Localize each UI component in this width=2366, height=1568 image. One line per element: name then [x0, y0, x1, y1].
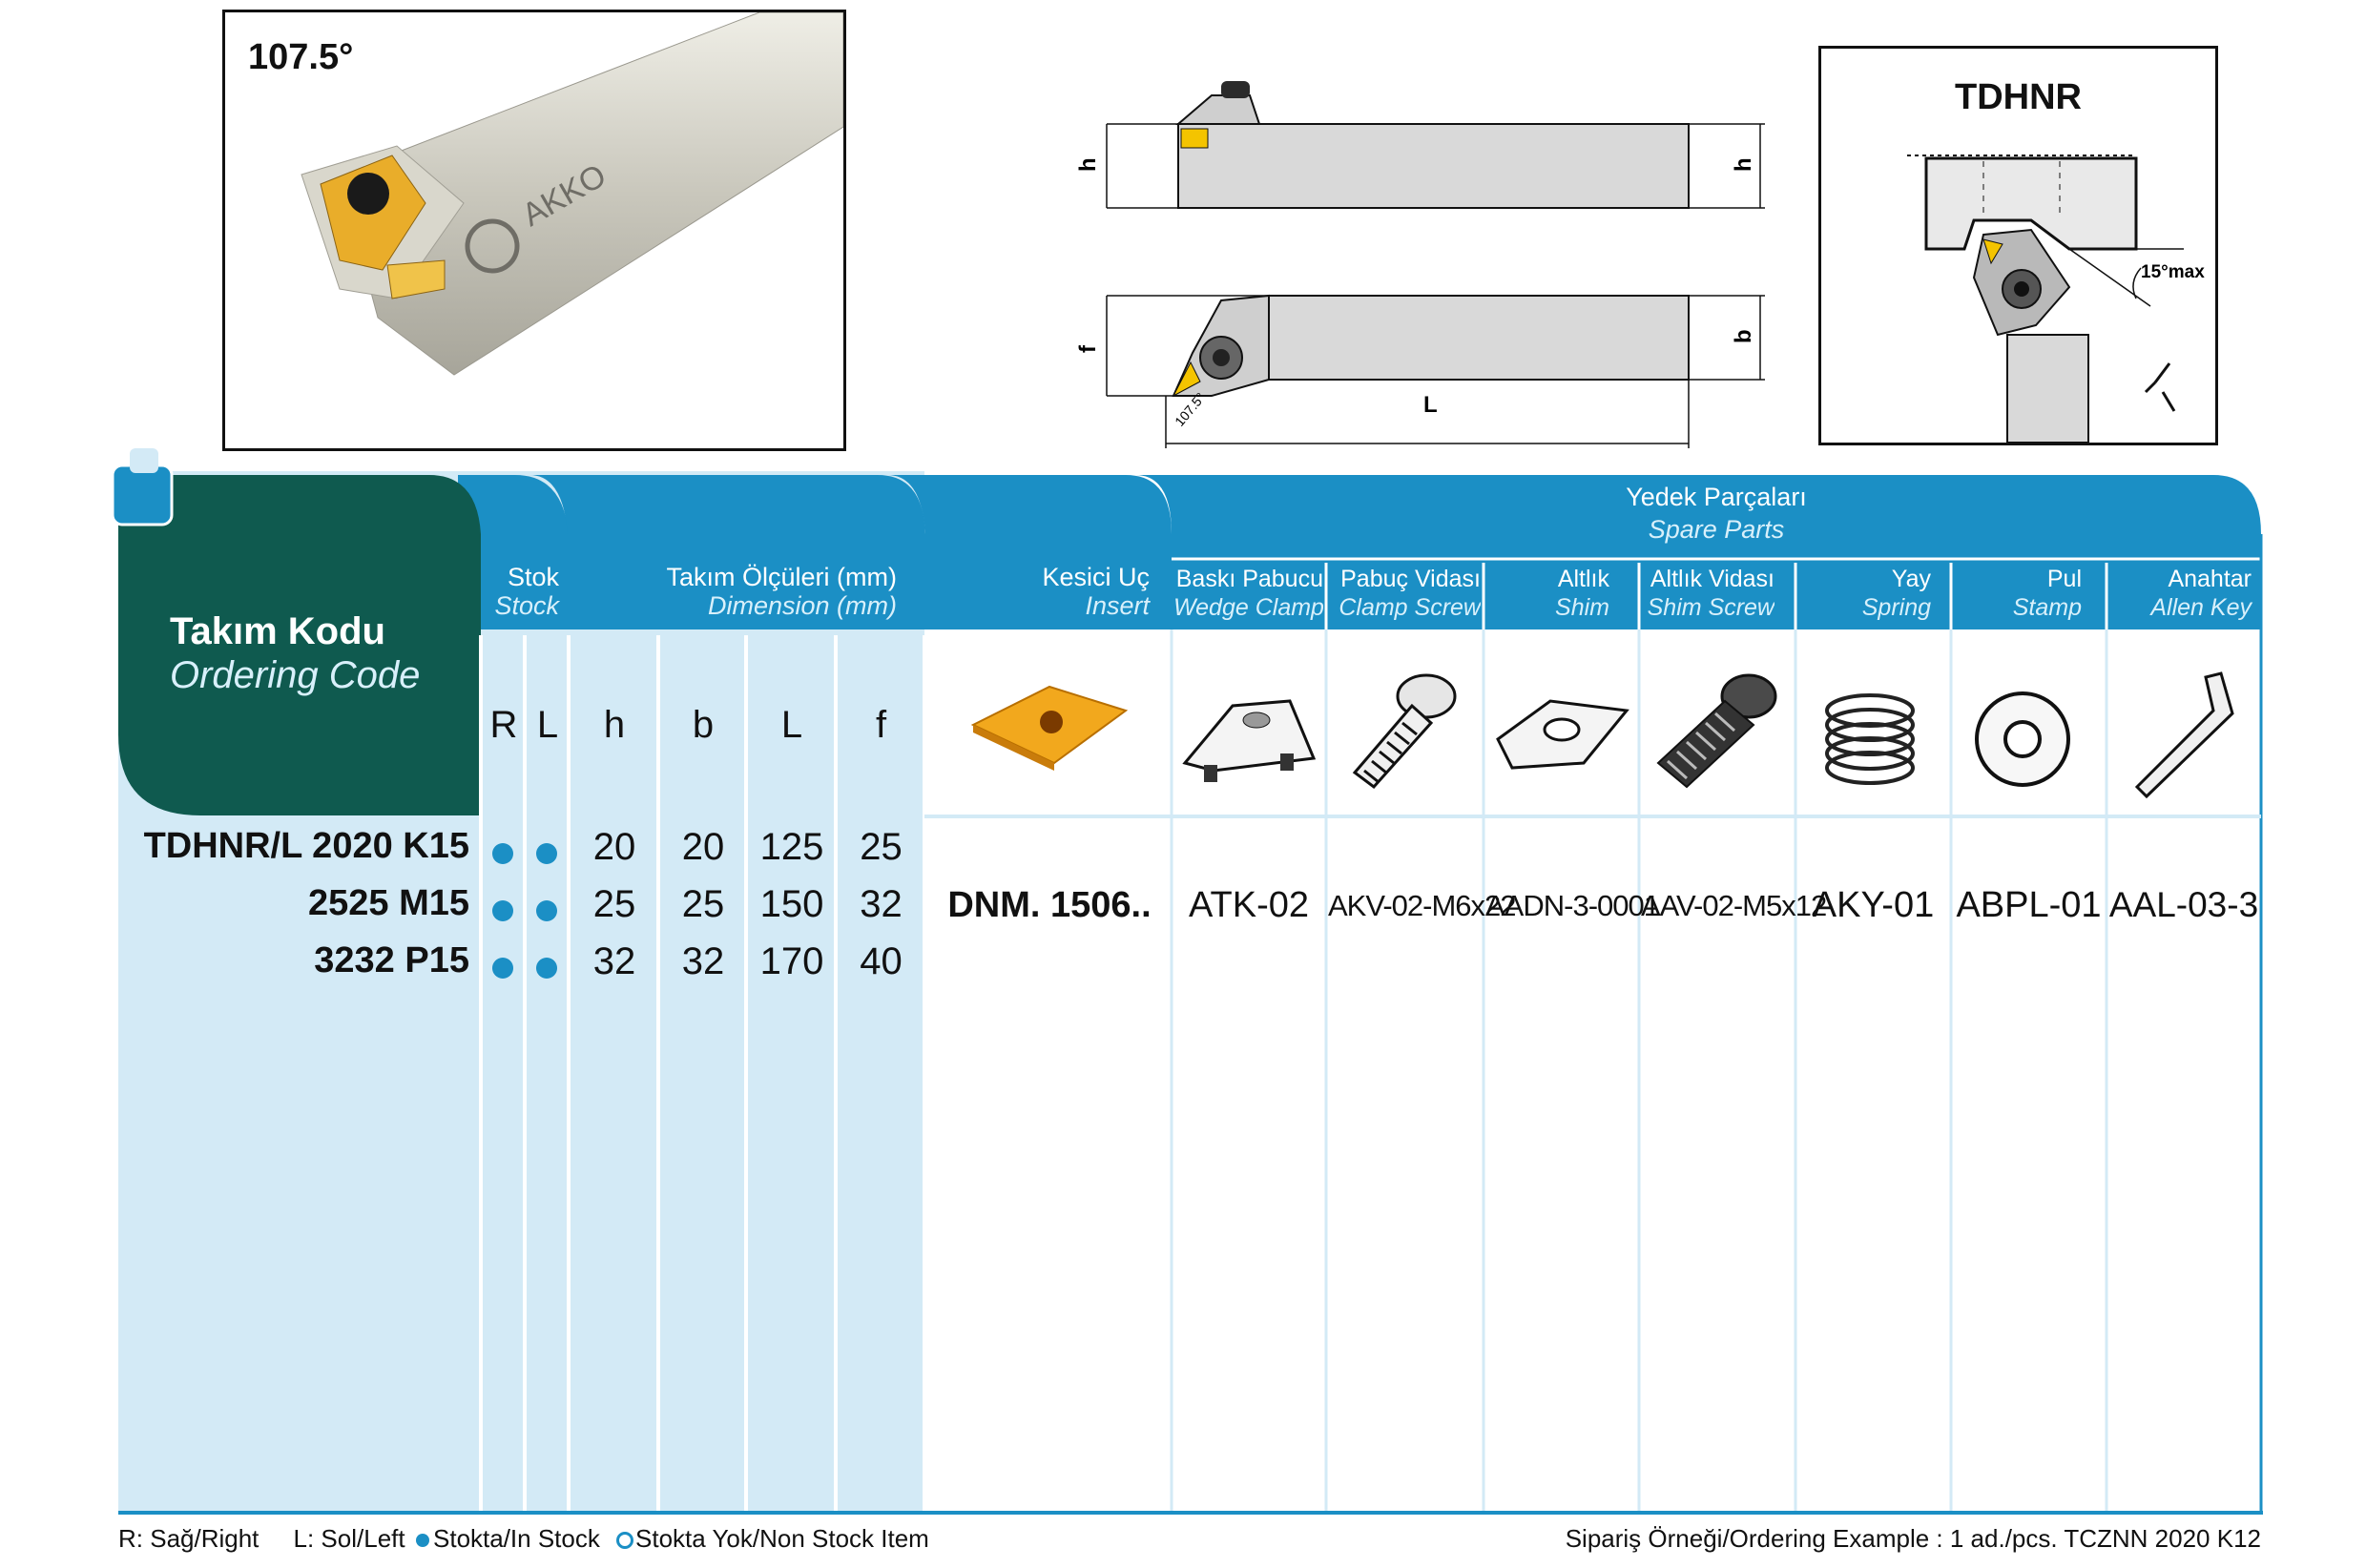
spring-icon [1825, 693, 1915, 785]
row-1-h: 20 [592, 826, 636, 868]
allen-key-icon [2134, 671, 2234, 799]
spare-parts-header: Yedek Parçaları Spare Parts [1626, 483, 1807, 544]
label-h-left: h [1078, 157, 1101, 172]
row-3-code: 3232 P15 [314, 940, 469, 980]
part-shim-screw: AAV-02-M5x12 [1641, 889, 1827, 922]
product-photo: AKKO 107.5° [222, 10, 846, 451]
max-angle-label: 15°max [2141, 262, 2205, 282]
insert-code: DNM. 1506.. [947, 885, 1152, 925]
row-2-L: 150 [759, 883, 824, 925]
spare-col-allen-key: Anahtar Allen Key [2150, 566, 2252, 621]
row-3-f: 40 [860, 940, 903, 982]
label-b: b [1731, 329, 1756, 343]
spare-col-shim-screw: Altlık Vidası Shim Screw [1647, 566, 1774, 621]
tool-schematic: h h f b L 107.5° [1078, 81, 1765, 448]
part-shim: AADN-3-0001 [1485, 889, 1660, 922]
row-3-L: 170 [759, 940, 824, 982]
shim-screw-icon [1656, 673, 1777, 789]
row-2-f: 32 [860, 883, 903, 925]
part-stamp: ABPL-01 [1956, 885, 2102, 925]
part-spring: AKY-01 [1812, 885, 1935, 925]
sub-header-Lcol: L [780, 704, 803, 746]
stamp-icon [1975, 691, 2070, 787]
row-2-code: 2525 M15 [307, 883, 469, 923]
row-1-stock-r-dot [492, 843, 513, 864]
sub-header-f: f [875, 704, 887, 746]
photo-angle-label: 107.5° [248, 37, 354, 77]
row-3-b: 32 [681, 940, 725, 982]
dimension-header: Takım Ölçüleri (mm) Dimension (mm) [666, 563, 898, 620]
row-2-b: 25 [681, 883, 725, 925]
sub-header-h: h [603, 704, 626, 746]
label-h-right: h [1731, 157, 1756, 172]
ordering-code-title: Takım Kodu [170, 610, 385, 652]
tool-holder-photo: AKKO [301, 12, 843, 376]
footer-in-stock: Stokta/In Stock [433, 1524, 600, 1553]
clamp-screw-icon [1352, 673, 1457, 790]
row-1-L: 125 [759, 826, 824, 868]
part-allen-key: AAL-03-3 [2108, 885, 2259, 924]
tdhnr-title: TDHNR [1955, 77, 2082, 117]
ordering-code-subtitle: Ordering Code [170, 654, 421, 696]
row-1-code: TDHNR/L 2020 K15 [143, 826, 469, 866]
part-clamp-screw: AKV-02-M6x22 [1328, 889, 1517, 922]
footer-non-stock: Stokta Yok/Non Stock Item [635, 1524, 929, 1553]
tdhnr-detail: TDHNR 15°max [1818, 46, 2218, 445]
insert-header: Kesici Uç Insert [1042, 563, 1150, 620]
row-3-stock-l-dot [536, 958, 557, 979]
label-L: L [1423, 392, 1438, 418]
row-1-stock-l-dot [536, 843, 557, 864]
footer-legend-rl: R: Sağ/Right L: Sol/Left [118, 1524, 405, 1553]
row-1-f: 25 [860, 826, 903, 868]
in-stock-dot [416, 1534, 429, 1547]
row-1-b: 20 [681, 826, 725, 868]
footer-ordering-example: Sipariş Örneği/Ordering Example : 1 ad./… [1565, 1524, 2261, 1553]
row-2-stock-r-dot [492, 900, 513, 921]
spare-col-spring: Yay Spring [1861, 566, 1931, 621]
insert-icon [970, 685, 1129, 771]
stock-header: Stok Stock [494, 563, 559, 620]
spare-col-stamp: Pul Stamp [2012, 566, 2082, 621]
sub-header-L: L [536, 704, 559, 746]
spare-col-clamp-screw: Pabuç Vidası Clamp Screw [1339, 566, 1481, 621]
shim-icon [1496, 699, 1629, 770]
non-stock-dot [616, 1532, 633, 1549]
tdhnr-drawing: 15°max [1907, 155, 2205, 443]
sub-header-b: b [692, 704, 715, 746]
row-3-h: 32 [592, 940, 636, 982]
label-f: f [1078, 344, 1101, 353]
sub-header-R: R [489, 704, 518, 746]
row-3-stock-r-dot [492, 958, 513, 979]
row-2-stock-l-dot [536, 900, 557, 921]
spare-col-shim: Altlık Shim [1555, 566, 1609, 621]
spare-col-wedge-clamp: Baskı Pabucu Wedge Clamp [1173, 566, 1323, 621]
row-2-h: 25 [592, 883, 636, 925]
wedge-clamp-icon [1182, 699, 1317, 782]
part-wedge-clamp: ATK-02 [1188, 885, 1309, 925]
